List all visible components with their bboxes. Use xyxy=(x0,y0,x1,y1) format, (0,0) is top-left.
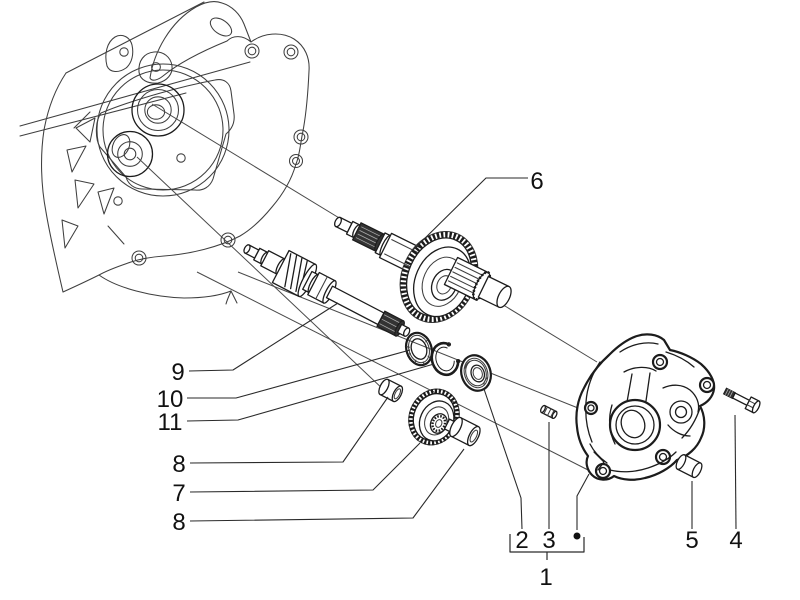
callout-8-lower: 8 xyxy=(172,509,185,536)
leader-line-2 xyxy=(483,388,523,530)
callout-8-upper: 8 xyxy=(172,451,185,478)
callout-2: 2 xyxy=(515,527,528,554)
dowel-bushing xyxy=(675,454,703,479)
callout-6: 6 xyxy=(530,168,543,195)
ball-bearing xyxy=(460,354,492,392)
callout-3: 3 xyxy=(542,527,555,554)
shim-washer xyxy=(404,331,434,367)
leader-line-7 xyxy=(189,442,421,493)
callout-9: 9 xyxy=(171,359,184,386)
reduction-gear-cover xyxy=(575,333,716,481)
callout-11: 11 xyxy=(158,409,183,436)
group-dot-marker xyxy=(573,532,581,540)
leader-line-8-lower xyxy=(189,448,465,522)
leader-line-4 xyxy=(734,414,737,530)
leader-line-6 xyxy=(412,177,528,251)
leader-line-10 xyxy=(187,349,411,399)
assembly-axis-lines xyxy=(136,103,598,473)
leader-line-8-upper xyxy=(189,396,389,464)
callout-1: 1 xyxy=(539,564,552,591)
callout-10: 10 xyxy=(157,386,184,413)
callout-5: 5 xyxy=(685,527,698,554)
crankcase-housing xyxy=(19,1,310,305)
crankcase-main-bore xyxy=(131,83,185,137)
bushing-right xyxy=(449,416,481,447)
leader-line-11 xyxy=(186,363,435,422)
leader-line-9 xyxy=(188,302,339,372)
wheel-axle-shaft xyxy=(243,244,411,337)
callout-4: 4 xyxy=(729,527,742,554)
reduction-gear-pinion xyxy=(443,256,512,309)
leader-line-dot xyxy=(576,473,590,530)
hex-bolt xyxy=(722,387,761,414)
crankcase-secondary-bore xyxy=(106,130,154,178)
callout-7: 7 xyxy=(172,480,185,507)
circlip xyxy=(430,341,461,377)
bushing-left xyxy=(378,378,404,403)
roll-pin xyxy=(539,404,558,420)
